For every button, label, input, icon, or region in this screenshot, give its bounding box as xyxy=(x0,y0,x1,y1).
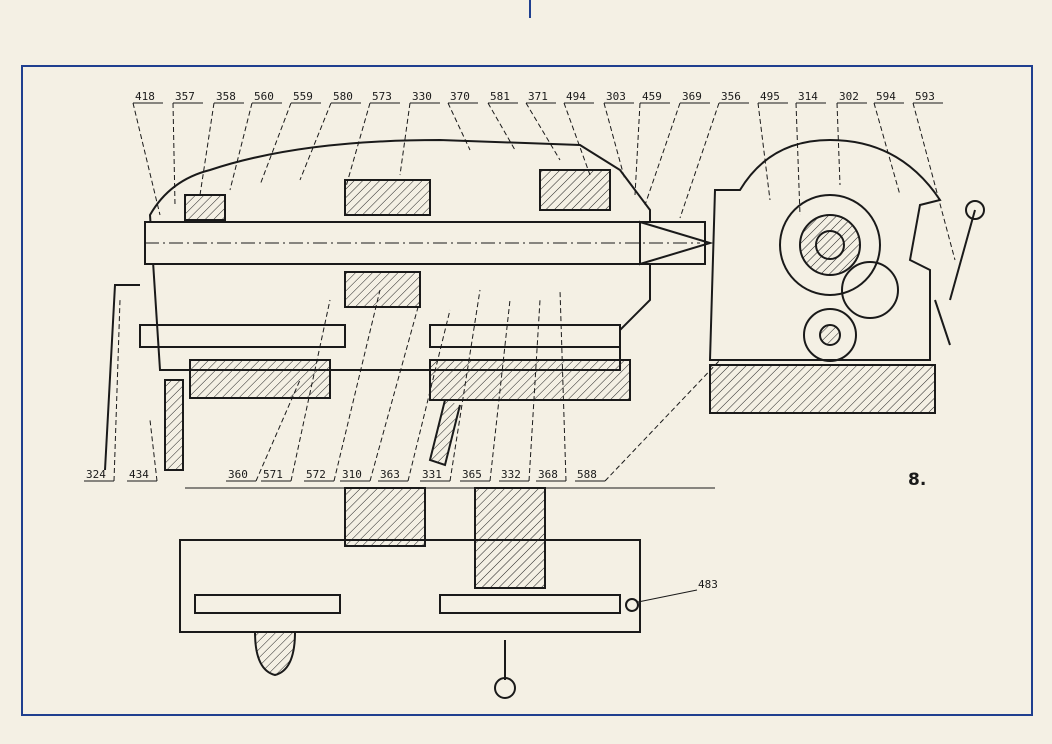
headstock-section-view xyxy=(104,138,714,471)
bottom-callout-363: 363 xyxy=(380,468,400,481)
top-callout-560: 560 xyxy=(254,90,274,103)
bottom-callout-331: 331 xyxy=(422,468,442,481)
end-view-section xyxy=(708,138,985,414)
bottom-plan-view xyxy=(179,487,715,699)
top-callout-371: 371 xyxy=(528,90,548,103)
top-callout-573: 573 xyxy=(372,90,392,103)
leader-line xyxy=(229,102,253,191)
leader-line xyxy=(449,289,481,482)
top-callout-559: 559 xyxy=(293,90,313,103)
callout-labels: 418 357 358 560 559 580 573 330 370 581 371 494 303 4… xyxy=(84,90,956,603)
leader-line xyxy=(132,102,161,216)
top-callout-356: 356 xyxy=(721,90,741,103)
top-callout-593: 593 xyxy=(915,90,935,103)
bottom-callout-332: 332 xyxy=(501,468,521,481)
leader-line xyxy=(563,102,591,176)
leader-line xyxy=(113,299,121,482)
bottom-callout-365: 365 xyxy=(462,468,482,481)
drawing-frame xyxy=(21,65,1033,716)
leader-line xyxy=(259,102,292,186)
leader-line xyxy=(487,102,516,151)
leader-line xyxy=(369,299,421,482)
leader-line xyxy=(528,299,541,482)
bottom-callout-572: 572 xyxy=(306,468,326,481)
top-callout-302: 302 xyxy=(839,90,859,103)
leader-line xyxy=(172,102,176,206)
leader-line xyxy=(447,102,471,151)
leader-line xyxy=(399,102,411,176)
bottom-callout-588: 588 xyxy=(577,468,597,481)
top-callout-494: 494 xyxy=(566,90,586,103)
bottom-callout-434: 434 xyxy=(129,468,149,481)
top-callout-369: 369 xyxy=(682,90,702,103)
leader-line xyxy=(836,102,841,186)
top-callout-594: 594 xyxy=(876,90,896,103)
leader-line xyxy=(149,419,158,482)
leader-line xyxy=(603,102,626,181)
top-callout-459: 459 xyxy=(642,90,662,103)
top-callout-581: 581 xyxy=(490,90,510,103)
leader-line xyxy=(637,589,698,603)
top-callout-330: 330 xyxy=(412,90,432,103)
leader-line xyxy=(679,102,720,219)
top-callout-357: 357 xyxy=(175,90,195,103)
leader-line xyxy=(255,379,301,482)
top-callout-358: 358 xyxy=(216,90,236,103)
bottom-callout-571: 571 xyxy=(263,468,283,481)
top-callout-314: 314 xyxy=(798,90,818,103)
leader-line xyxy=(644,102,681,206)
bottom-callout-324: 324 xyxy=(86,468,106,481)
leader-line xyxy=(299,102,332,181)
leader-line xyxy=(604,359,721,482)
leader-line xyxy=(912,102,956,261)
leader-line xyxy=(333,289,381,482)
side-callout-483: 483 xyxy=(698,578,718,591)
top-callout-580: 580 xyxy=(333,90,353,103)
leader-line xyxy=(525,102,561,161)
top-callout-370: 370 xyxy=(450,90,470,103)
leader-line xyxy=(407,309,451,482)
leader-line xyxy=(489,299,511,482)
top-callout-495: 495 xyxy=(760,90,780,103)
top-callout-418: 418 xyxy=(135,90,155,103)
leader-line xyxy=(757,102,771,201)
bottom-callout-360: 360 xyxy=(228,468,248,481)
leader-line xyxy=(290,299,331,482)
leader-line xyxy=(795,102,801,216)
leader-line xyxy=(344,102,371,191)
top-callout-303: 303 xyxy=(606,90,626,103)
bottom-callout-310: 310 xyxy=(342,468,362,481)
figure-number: 8. xyxy=(908,470,926,490)
leader-line xyxy=(634,102,641,196)
bottom-callout-368: 368 xyxy=(538,468,558,481)
